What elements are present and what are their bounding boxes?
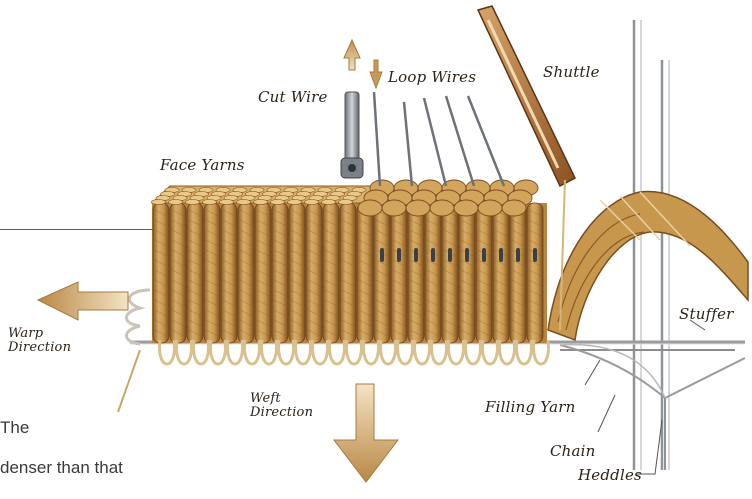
label-stuffer: Stuffer (679, 305, 734, 323)
label-loop-wires: Loop Wires (388, 68, 476, 86)
loop-pile-top (454, 200, 478, 216)
up-arrow (344, 40, 360, 70)
loop-wire-slot (431, 248, 435, 262)
loop-pile-top (406, 200, 430, 216)
cut-pile-tip (220, 199, 234, 204)
body-text-line-1: The (0, 418, 29, 438)
loop-wire-slot (499, 248, 503, 262)
label-cut-wire: Cut Wire (258, 88, 328, 106)
loop-wire-slot (380, 248, 384, 262)
cut-pile-tip (339, 199, 353, 204)
cut-pile-tip (152, 199, 166, 204)
label-chain: Chain (550, 442, 596, 460)
loop-wire-slot (482, 248, 486, 262)
pile-block (152, 180, 548, 343)
label-face-yarns: Face Yarns (160, 156, 245, 174)
cut-pile-tip (305, 199, 319, 204)
body-text-line-2: denser than that (0, 458, 123, 478)
label-filling-yarn: Filling Yarn (485, 398, 576, 416)
heddles-wires (634, 20, 669, 470)
loop-pile-top (430, 200, 454, 216)
loop-pile-top (382, 200, 406, 216)
cut-wire (341, 92, 363, 178)
loop-wire-slot (516, 248, 520, 262)
cut-pile-tip (288, 199, 302, 204)
cut-pile-tip (169, 199, 183, 204)
loop-pile-top (478, 200, 502, 216)
cut-pile-tip (237, 199, 251, 204)
cut-pile-tip (186, 199, 200, 204)
label-shuttle: Shuttle (543, 63, 600, 81)
loop-pile-top (358, 200, 382, 216)
warp-direction-arrow (38, 282, 128, 320)
label-weft-direction: Weft Direction (250, 392, 340, 420)
loop-wire-slot (465, 248, 469, 262)
loop-wire-slot (448, 248, 452, 262)
loop-wires (374, 92, 504, 186)
weft-direction-arrow (334, 384, 398, 482)
loop-wire-slot (533, 248, 537, 262)
down-arrow (370, 60, 382, 88)
loop-wire-slot (397, 248, 401, 262)
label-heddles: Heddles (578, 466, 642, 484)
loop-wire-slot (414, 248, 418, 262)
cut-pile-tip (203, 199, 217, 204)
label-warp-direction: Warp Direction (8, 327, 98, 355)
cut-pile-tip (254, 199, 268, 204)
cut-pile-tip (322, 199, 336, 204)
cut-pile-tip (271, 199, 285, 204)
accent-rule (0, 229, 153, 230)
loop-pile-top (502, 200, 526, 216)
